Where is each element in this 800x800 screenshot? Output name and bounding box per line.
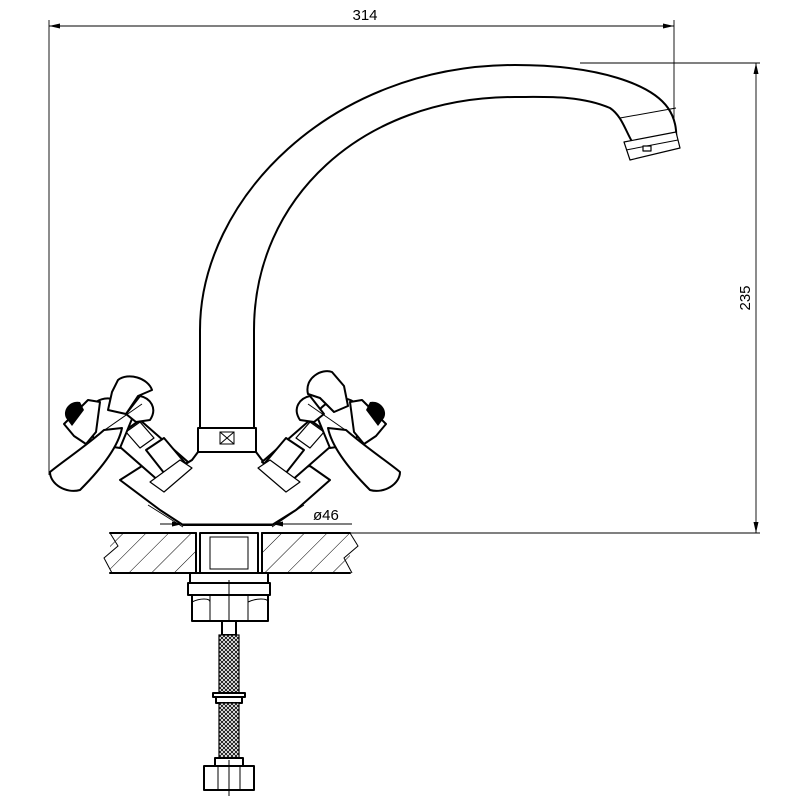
countertop-section xyxy=(103,532,760,574)
mounting-stud xyxy=(187,532,271,596)
mounting-nut xyxy=(191,580,269,640)
width-dimension-label: 314 xyxy=(352,7,377,24)
height-dimension: 235 xyxy=(580,62,760,533)
diameter-dimension-label: ø46 xyxy=(313,507,339,524)
left-valve-handle[interactable] xyxy=(49,375,193,493)
width-dimension: 314 xyxy=(48,7,675,475)
height-dimension-label: 235 xyxy=(737,285,754,310)
right-valve-handle[interactable] xyxy=(257,370,401,493)
diameter-dimension: ø46 xyxy=(147,504,352,528)
spout xyxy=(197,64,681,453)
flexible-hose xyxy=(203,620,255,796)
